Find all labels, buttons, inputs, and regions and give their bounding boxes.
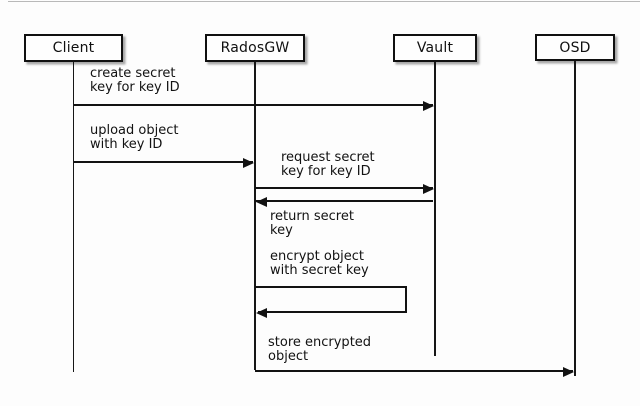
lifeline-vault [434,62,436,356]
window-top-border [8,1,640,2]
self-line-bottom-encrypt [258,311,407,313]
lifeline-radosgw [254,62,256,370]
arrowhead-request-icon [423,183,434,194]
self-line-top-encrypt [255,286,407,288]
participant-label-radosgw: RadosGW [220,40,290,56]
message-label-upload: upload object with key ID [90,123,179,152]
arrowhead-return-icon [256,196,267,207]
participant-label-osd: OSD [559,39,591,56]
message-label-create: create secret key for key ID [90,66,180,95]
message-line-create [73,104,433,106]
arrowhead-store-icon [563,366,574,377]
message-line-upload [73,161,253,163]
message-line-return [255,200,433,202]
participant-box-osd: OSD [535,34,615,61]
arrowhead-upload-icon [243,157,254,168]
self-line-right-encrypt [405,286,407,313]
participant-box-radosgw: RadosGW [205,34,305,62]
participant-label-client: Client [52,40,95,56]
message-label-encrypt: encrypt object with secret key [270,249,369,278]
arrowhead-create-icon [423,100,434,111]
participant-box-client: Client [24,34,123,62]
arrowhead-encrypt-icon [256,307,267,318]
lifeline-osd [574,61,576,376]
message-line-store [255,370,573,372]
message-line-request [255,187,433,189]
message-label-request: request secret key for key ID [281,150,375,179]
participant-box-vault: Vault [393,34,477,62]
message-label-return: return secret key [270,209,354,238]
message-label-store: store encrypted object [268,335,372,364]
lifeline-client [72,62,75,372]
participant-label-vault: Vault [416,40,454,56]
